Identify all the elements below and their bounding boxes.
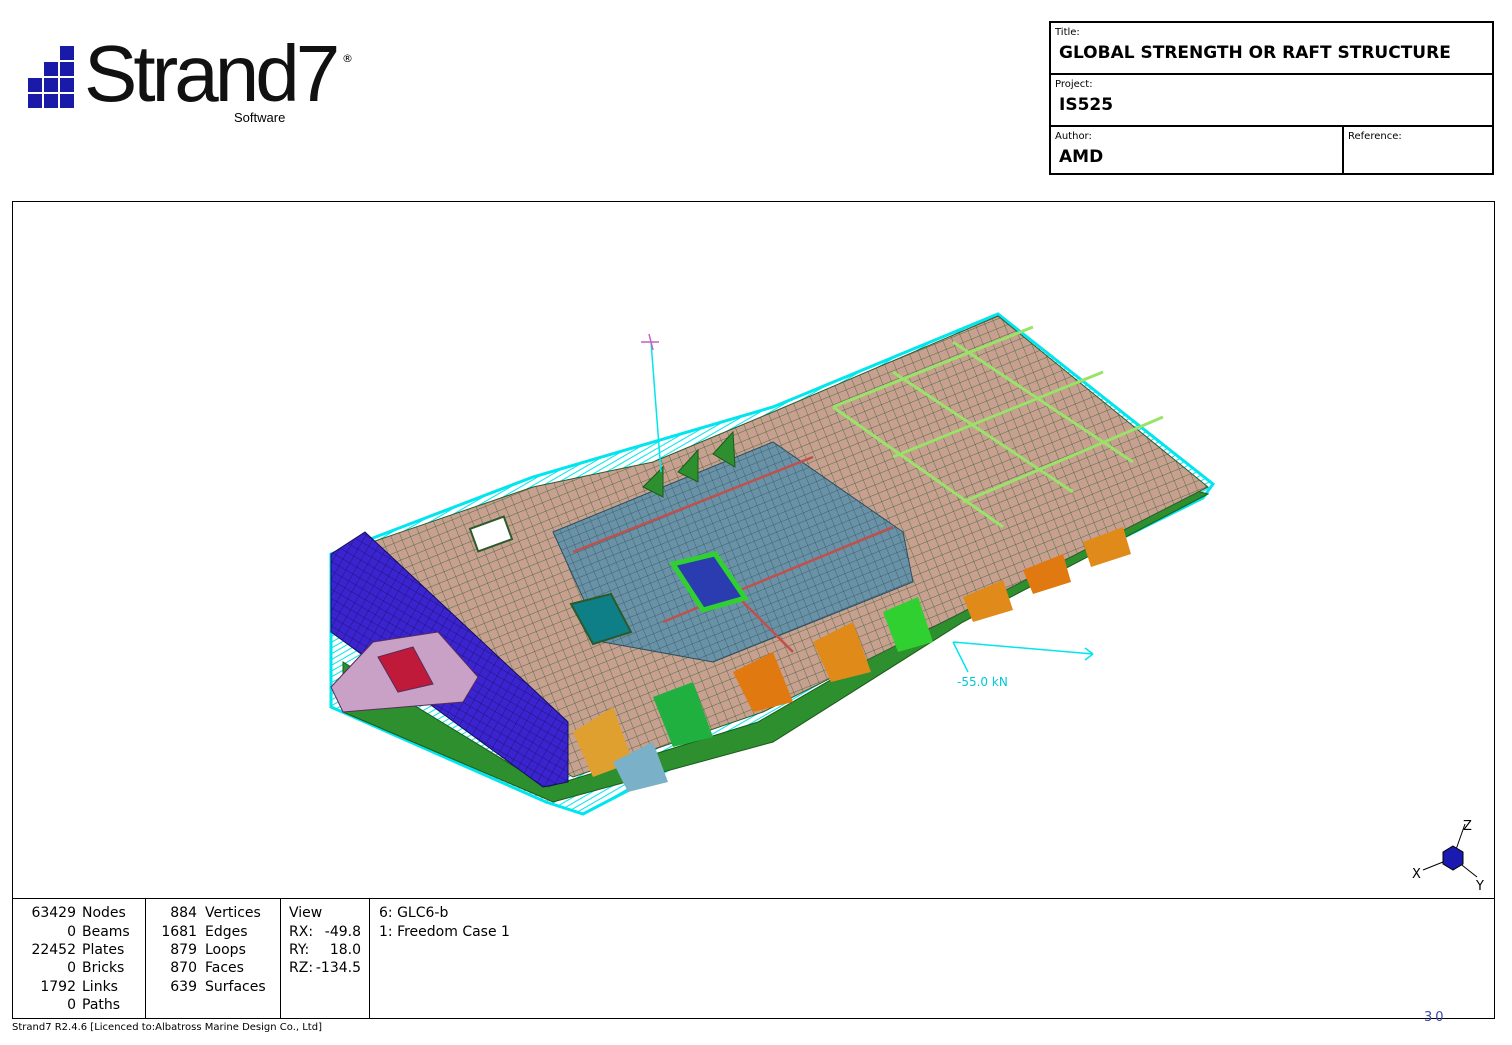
project-value: IS525 bbox=[1059, 95, 1114, 115]
stat-row: 22452 Plates bbox=[13, 941, 146, 960]
load-value-label: -55.0 kN bbox=[957, 675, 1008, 689]
platform-red-panel bbox=[377, 646, 434, 693]
ry-value: 18.0 bbox=[329, 942, 361, 958]
view-rx-row: RX: -49.8 bbox=[289, 923, 361, 942]
paths-count: 0 bbox=[67, 997, 76, 1013]
centre-deck-panel bbox=[552, 441, 914, 663]
entity-count-column: 63429 Nodes 0 Beams 22452 Plates 0 Brick… bbox=[13, 899, 146, 1018]
stat-row: 870 Faces bbox=[146, 959, 281, 978]
licence-footer: Strand7 R2.4.6 [Licenced to:Albatross Ma… bbox=[12, 1022, 322, 1033]
surfaces-label: Surfaces bbox=[205, 979, 266, 995]
view-rz-row: RZ: -134.5 bbox=[289, 959, 361, 978]
web-frames bbox=[573, 527, 1131, 792]
loops-label: Loops bbox=[205, 942, 246, 958]
logo-registered-mark: ® bbox=[342, 52, 353, 65]
axis-x-label: X bbox=[1412, 867, 1421, 882]
edges-count: 1681 bbox=[161, 924, 197, 940]
fe-model-render: -55.0 kN Z X Y bbox=[329, 312, 1484, 894]
model-viewport[interactable]: -55.0 kN Z X Y bbox=[12, 201, 1495, 899]
reference-cell: Reference: bbox=[1344, 127, 1492, 175]
bricks-count: 0 bbox=[67, 960, 76, 976]
global-axis-marker bbox=[641, 333, 662, 473]
bricks-label: Bricks bbox=[82, 960, 125, 976]
stat-row: 1792 Links bbox=[13, 978, 146, 997]
title-block: Title: GLOBAL STRENGTH OR RAFT STRUCTURE… bbox=[1049, 21, 1494, 175]
rx-label: RX: bbox=[289, 924, 314, 940]
author-label: Author: bbox=[1055, 131, 1092, 142]
freedom-case-item: 1: Freedom Case 1 bbox=[379, 924, 510, 940]
deck-opening bbox=[468, 515, 514, 553]
project-label: Project: bbox=[1055, 79, 1093, 90]
author-value: AMD bbox=[1059, 147, 1104, 167]
strand7-logo: Strand7 ® Software bbox=[20, 29, 360, 132]
hatch-blue bbox=[569, 592, 633, 646]
rx-value: -49.8 bbox=[324, 924, 361, 940]
nodes-label: Nodes bbox=[82, 905, 126, 921]
stat-row: 1681 Edges bbox=[146, 923, 281, 942]
rz-value: -134.5 bbox=[315, 960, 361, 976]
faces-label: Faces bbox=[205, 960, 244, 976]
stat-row: 0 Beams bbox=[13, 923, 146, 942]
nodes-count: 63429 bbox=[31, 905, 76, 921]
reference-label: Reference: bbox=[1348, 131, 1402, 142]
beams-count: 0 bbox=[67, 924, 76, 940]
author-cell: Author: AMD bbox=[1051, 127, 1344, 175]
title-label: Title: bbox=[1055, 27, 1080, 38]
stat-row: 639 Surfaces bbox=[146, 978, 281, 997]
plates-count: 22452 bbox=[31, 942, 76, 958]
logo-squares-icon bbox=[28, 46, 74, 108]
hull-side-plates bbox=[342, 489, 1210, 803]
orientation-triad: Z X Y bbox=[1412, 819, 1484, 894]
vertices-count: 884 bbox=[170, 905, 197, 921]
deck-stiffener-lines bbox=[832, 325, 1164, 529]
ry-label: RY: bbox=[289, 942, 310, 958]
title-row: Title: GLOBAL STRENGTH OR RAFT STRUCTURE bbox=[1051, 23, 1492, 75]
links-label: Links bbox=[82, 979, 118, 995]
faces-count: 870 bbox=[170, 960, 197, 976]
geometry-count-column: 884 Vertices 1681 Edges 879 Loops 870 Fa… bbox=[146, 899, 281, 1018]
logo-wordmark: Strand7 bbox=[84, 29, 340, 118]
load-case-column: 6: GLC6-b 1: Freedom Case 1 bbox=[370, 899, 1490, 1018]
load-arrow bbox=[952, 641, 1094, 673]
surfaces-count: 639 bbox=[170, 979, 197, 995]
stat-row: 0 Bricks bbox=[13, 959, 146, 978]
model-summary-panel: 63429 Nodes 0 Beams 22452 Plates 0 Brick… bbox=[12, 898, 1495, 1019]
load-case-item: 6: GLC6-b bbox=[379, 905, 449, 921]
logo-subtitle: Software bbox=[234, 110, 286, 125]
plates-label: Plates bbox=[82, 942, 125, 958]
page-number: 30 bbox=[1424, 1010, 1447, 1025]
hatch-green bbox=[668, 551, 750, 613]
title-value: GLOBAL STRENGTH OR RAFT STRUCTURE bbox=[1059, 43, 1451, 63]
links-count: 1792 bbox=[40, 979, 76, 995]
axis-y-label: Y bbox=[1475, 879, 1484, 894]
paths-label: Paths bbox=[82, 997, 121, 1013]
vertices-label: Vertices bbox=[205, 905, 261, 921]
deck-brackets bbox=[642, 430, 736, 498]
loops-count: 879 bbox=[170, 942, 197, 958]
stat-row: 63429 Nodes bbox=[13, 904, 146, 923]
stat-row: 879 Loops bbox=[146, 941, 281, 960]
rz-label: RZ: bbox=[289, 960, 314, 976]
beams-label: Beams bbox=[82, 924, 130, 940]
project-row: Project: IS525 bbox=[1051, 75, 1492, 127]
view-ry-row: RY: 18.0 bbox=[289, 941, 361, 960]
stat-row: 0 Paths bbox=[13, 996, 146, 1015]
view-heading: View bbox=[289, 905, 323, 921]
edges-label: Edges bbox=[205, 924, 248, 940]
view-angle-column: View RX: -49.8 RY: 18.0 RZ: -134.5 bbox=[281, 899, 370, 1018]
stat-row: 884 Vertices bbox=[146, 904, 281, 923]
axis-z-label: Z bbox=[1463, 819, 1472, 834]
